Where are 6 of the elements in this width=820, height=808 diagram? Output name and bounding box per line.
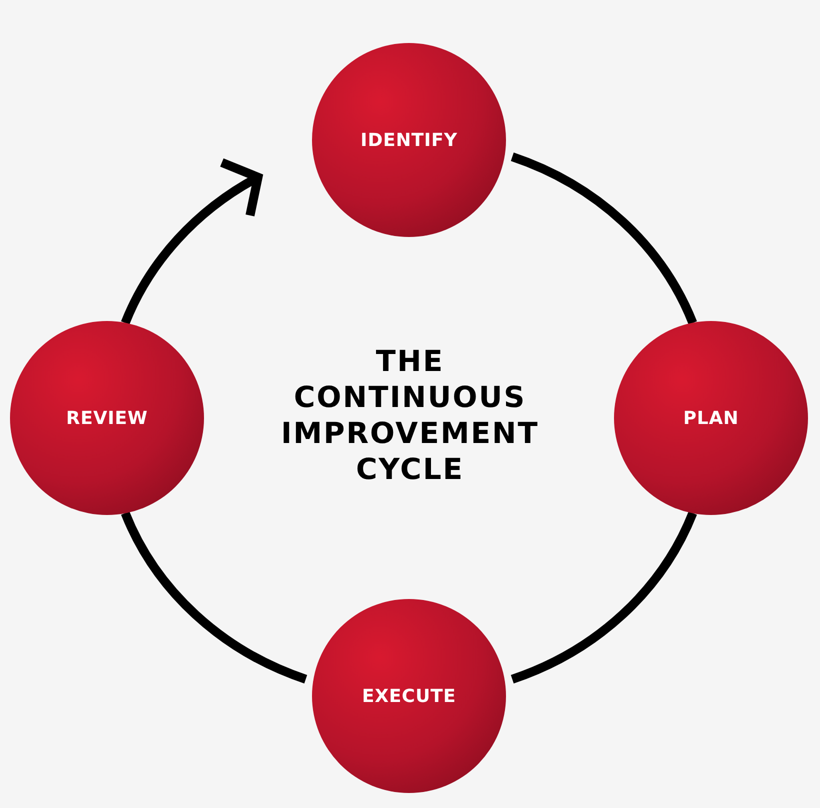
stage-label: EXECUTE [362,684,456,708]
stage-label: REVIEW [66,406,148,430]
diagram-title: THE CONTINUOUS IMPROVEMENT CYCLE [280,343,540,487]
stage-label: IDENTIFY [360,128,458,152]
cycle-arrow [121,160,262,325]
stage-label: PLAN [683,406,739,430]
